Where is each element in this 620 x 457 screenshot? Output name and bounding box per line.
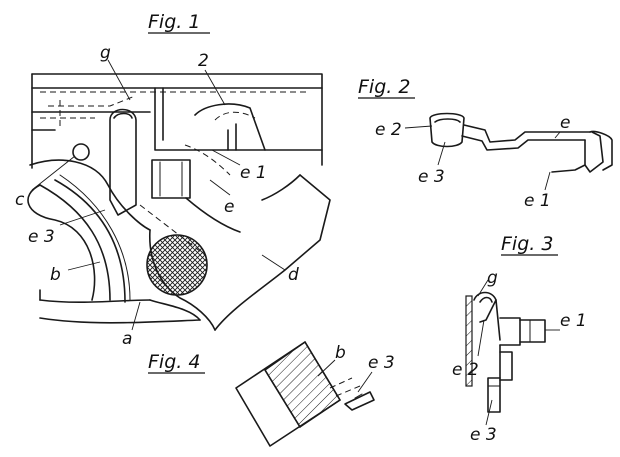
leader-g <box>477 279 489 297</box>
spring-member-e <box>109 108 191 216</box>
figure-4: Fig. 4 b e 3 <box>148 340 395 447</box>
leader-b <box>317 359 336 377</box>
label-2: 2 <box>198 51 209 71</box>
figure-2-title: Fig. 2 <box>358 76 410 98</box>
figure-1: Fig. 1 <box>15 11 331 349</box>
trigger-bar <box>184 103 266 176</box>
block-section <box>235 340 375 447</box>
figure-4-title: Fig. 4 <box>148 351 200 373</box>
spring-clip-side-view <box>465 291 546 413</box>
figure-3: Fig. 3 g e 1 e 2 e 3 <box>452 233 587 445</box>
label-e1: e 1 <box>524 191 551 211</box>
label-e3: e 3 <box>28 227 55 247</box>
figure-2: Fig. 2 e 2 e 3 e e 1 <box>358 76 613 211</box>
label-d: d <box>288 265 299 285</box>
label-c: c <box>15 190 25 210</box>
label-g: g <box>100 43 111 63</box>
receiver-housing <box>31 73 323 169</box>
label-e: e <box>560 113 570 133</box>
pin-circle-c <box>72 143 90 161</box>
leader-e3 <box>357 371 373 393</box>
spring-clip-perspective <box>429 112 613 173</box>
label-e: e <box>224 197 234 217</box>
leader-e3 <box>485 399 493 426</box>
label-e2: e 2 <box>452 360 479 380</box>
figure-3-title: Fig. 3 <box>501 233 553 255</box>
leader-e1 <box>544 171 551 191</box>
label-e3: e 3 <box>418 167 445 187</box>
leader-e3 <box>437 141 446 166</box>
label-b: b <box>50 265 61 285</box>
label-e2: e 2 <box>375 120 402 140</box>
label-a: a <box>122 329 132 349</box>
hook-part-b <box>27 174 131 303</box>
pivot-pin-crosshatch <box>146 234 208 296</box>
label-e1: e 1 <box>560 311 587 331</box>
label-e3: e 3 <box>368 353 395 373</box>
figure-1-title: Fig. 1 <box>148 11 200 33</box>
label-b: b <box>335 343 346 363</box>
trigger-lever-a <box>29 159 331 331</box>
label-e1: e 1 <box>240 163 267 183</box>
leader-e2 <box>477 319 485 357</box>
label-e3: e 3 <box>470 425 497 445</box>
leader-e2 <box>404 125 433 129</box>
leader-e <box>554 131 561 139</box>
label-g: g <box>487 268 498 288</box>
figure-1-leaders <box>31 59 286 331</box>
